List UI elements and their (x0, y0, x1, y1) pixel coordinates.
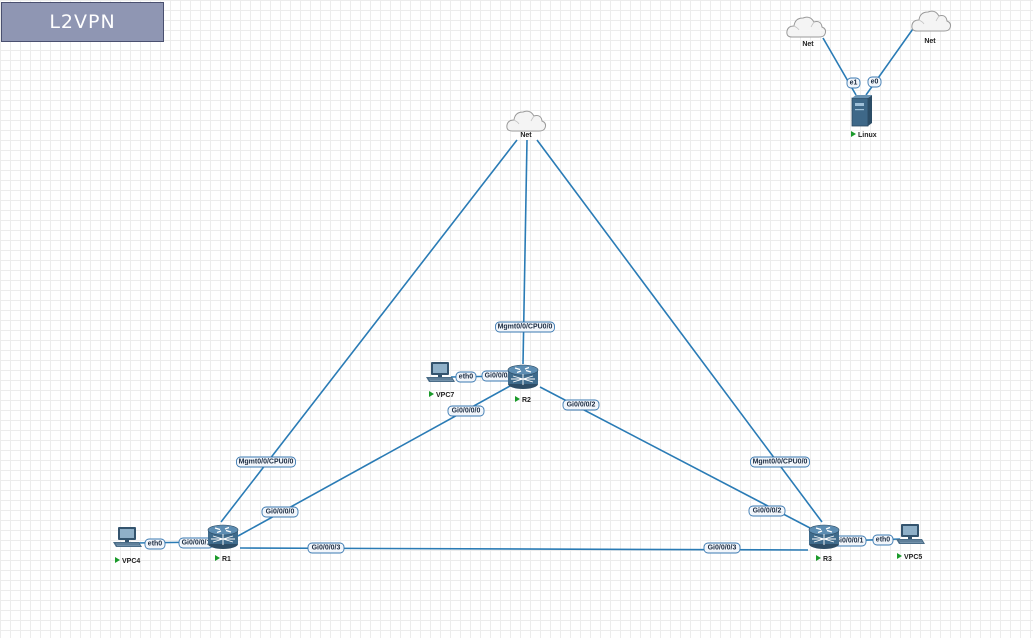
label-vpc5-eth0: eth0 (872, 534, 894, 546)
label-vpc7-eth0: eth0 (455, 371, 477, 383)
label-net-r2-mgmt: Mgmt0/0/CPU0/0 (495, 321, 555, 333)
run-status-icon (429, 391, 434, 397)
label-net-r1-mgmt: Mgmt0/0/CPU0/0 (236, 456, 296, 468)
svg-text:Gi0/0/0/0: Gi0/0/0/0 (266, 509, 295, 516)
cloud-icon (911, 10, 952, 32)
svg-text:eth0: eth0 (148, 541, 163, 548)
svg-text:Mgmt0/0/CPU0/0: Mgmt0/0/CPU0/0 (498, 324, 553, 331)
svg-text:eth0: eth0 (459, 374, 474, 381)
svg-text:Mgmt0/0/CPU0/0: Mgmt0/0/CPU0/0 (239, 459, 294, 466)
node-vpc7[interactable]: VPC7 (425, 361, 456, 399)
server-icon (851, 94, 873, 127)
cloud-icon (786, 16, 827, 38)
label-r1-gi0001: Gi0/0/0/1 (178, 537, 214, 549)
run-status-icon (851, 131, 856, 137)
svg-text:VPC7: VPC7 (436, 392, 454, 399)
pc-icon (112, 526, 143, 548)
svg-text:Mgmt0/0/CPU0/0: Mgmt0/0/CPU0/0 (753, 459, 808, 466)
node-r3[interactable]: R3 (808, 524, 840, 563)
label-linux-e0: e0 (867, 76, 882, 88)
label-linux-e1: e1 (846, 77, 861, 89)
router-icon (507, 364, 539, 390)
svg-text:Net: Net (520, 132, 532, 139)
label-vpc4-eth0: eth0 (144, 538, 166, 550)
node-r1[interactable]: R1 (207, 524, 239, 563)
diagram-title: L2VPN (1, 2, 164, 42)
svg-text:Gi0/0/0/1: Gi0/0/0/1 (835, 538, 864, 545)
svg-text:Gi0/0/0/0: Gi0/0/0/0 (452, 408, 481, 415)
svg-text:Net: Net (802, 41, 814, 48)
router-icon (808, 524, 840, 550)
cloud-icon (506, 110, 547, 132)
node-net-a[interactable]: Net (786, 16, 827, 48)
pc-icon (425, 361, 456, 383)
run-status-icon (215, 555, 220, 561)
svg-text:VPC4: VPC4 (122, 558, 140, 565)
node-linux[interactable]: Linux (851, 94, 877, 139)
label-r1-gi0003: Gi0/0/0/3 (307, 542, 345, 554)
router-icon (207, 524, 239, 550)
link-r2-r3 (539, 386, 811, 529)
run-status-icon (115, 557, 120, 563)
node-vpc4[interactable]: VPC4 (112, 526, 143, 565)
node-net-b[interactable]: Net (911, 10, 952, 45)
svg-text:Gi0/0/0/3: Gi0/0/0/3 (708, 545, 737, 552)
label-r3-gi0003: Gi0/0/0/3 (703, 542, 741, 554)
label-r3-gi0002: Gi0/0/0/2 (748, 505, 786, 517)
svg-text:Gi0/0/0/1: Gi0/0/0/1 (182, 540, 211, 547)
pc-icon (895, 523, 926, 545)
run-status-icon (897, 553, 902, 559)
svg-text:Gi0/0/0/2: Gi0/0/0/2 (567, 402, 596, 409)
run-status-icon (816, 555, 821, 561)
label-net-r3-mgmt: Mgmt0/0/CPU0/0 (750, 456, 810, 468)
svg-text:Gi0/0/0/2: Gi0/0/0/2 (753, 508, 782, 515)
svg-text:Linux: Linux (858, 132, 877, 139)
run-status-icon (515, 396, 520, 402)
svg-text:e0: e0 (871, 79, 879, 86)
svg-text:Net: Net (924, 38, 936, 45)
svg-text:e1: e1 (850, 80, 858, 87)
svg-text:R2: R2 (522, 397, 531, 404)
svg-text:Gi0/0/0/3: Gi0/0/0/3 (312, 545, 341, 552)
svg-text:eth0: eth0 (876, 537, 891, 544)
node-r2[interactable]: R2 (507, 364, 539, 404)
node-net-top[interactable]: Net (506, 110, 547, 139)
svg-text:Gi0/0/0/1: Gi0/0/0/1 (485, 373, 514, 380)
label-r2-gi0002: Gi0/0/0/2 (562, 399, 600, 411)
svg-text:R1: R1 (222, 556, 231, 563)
svg-text:VPC5: VPC5 (904, 554, 922, 561)
node-vpc5[interactable]: VPC5 (895, 523, 926, 561)
label-r1-gi0000: Gi0/0/0/0 (261, 506, 299, 518)
svg-text:R3: R3 (823, 556, 832, 563)
label-r2-gi0000: Gi0/0/0/0 (447, 405, 485, 417)
